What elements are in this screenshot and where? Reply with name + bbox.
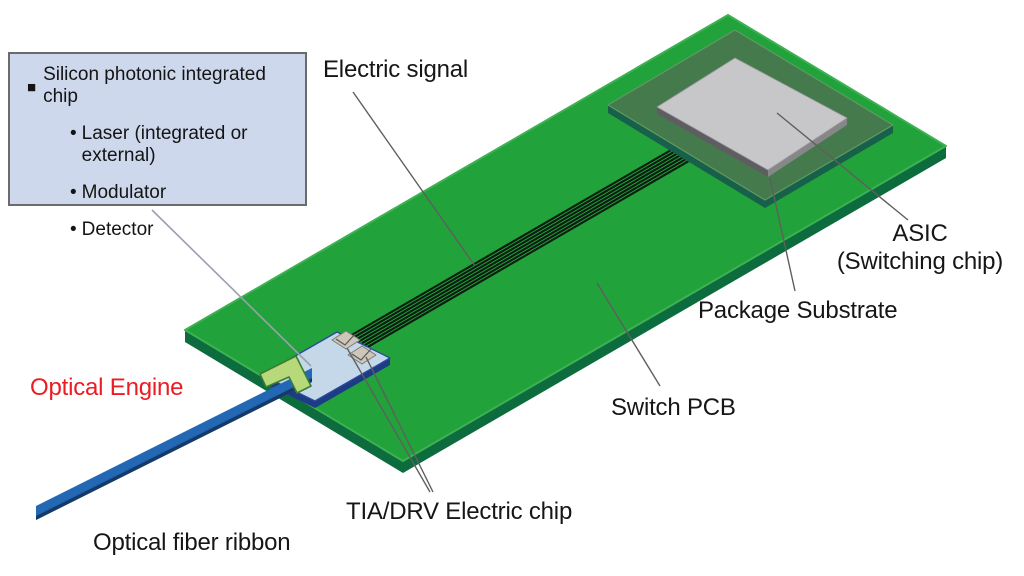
trace-line bbox=[358, 150, 688, 343]
label-electric-signal: Electric signal bbox=[323, 56, 469, 83]
label-optical-engine: Optical Engine bbox=[30, 374, 184, 401]
asic-chip bbox=[656, 57, 848, 177]
label-switch-pcb: Switch PCB bbox=[611, 394, 736, 421]
trace-line bbox=[367, 155, 697, 348]
asic-top-face bbox=[656, 57, 848, 171]
dot-bullet-icon: • bbox=[70, 219, 77, 240]
leader-line-electric-signal bbox=[352, 91, 476, 267]
legend-item-label: Laser (integrated or external) bbox=[81, 123, 248, 166]
leader-line-asic bbox=[776, 112, 909, 221]
substrate-side-right-face bbox=[765, 125, 893, 208]
leader-line-tia-1 bbox=[346, 347, 431, 493]
legend-title-row: ■ Silicon photonic integrated chip bbox=[27, 64, 299, 108]
legend-box: ■ Silicon photonic integrated chip • Las… bbox=[8, 52, 307, 240]
label-package-substrate: Package Substrate bbox=[698, 297, 898, 324]
legend-item-modulator: • Modulator bbox=[70, 182, 299, 204]
pcb-side-bottom-face bbox=[403, 146, 946, 473]
trace-line bbox=[364, 154, 694, 346]
dot-bullet-icon: • bbox=[70, 123, 77, 144]
ribbon-bottom-edge bbox=[36, 378, 312, 520]
optical-fiber-ribbon-shape bbox=[36, 368, 312, 520]
legend-item-detector: • Detector bbox=[70, 219, 299, 241]
trace-line bbox=[349, 145, 679, 337]
label-asic-subtitle: (Switching chip) bbox=[836, 247, 1004, 275]
leader-line-switch-pcb bbox=[596, 282, 661, 387]
asic-side-left-face bbox=[657, 107, 768, 177]
wire-mark bbox=[351, 348, 372, 361]
legend-item-label: Modulator bbox=[81, 182, 167, 203]
substrate-side-left-face bbox=[608, 105, 765, 208]
label-optical-fiber-ribbon: Optical fiber ribbon bbox=[93, 529, 291, 556]
fiber-connector bbox=[259, 355, 312, 394]
engine-side-right-face bbox=[315, 358, 390, 408]
leader-line-tia-2 bbox=[365, 356, 434, 493]
legend-item-label: Detector bbox=[81, 219, 154, 240]
tia-chip-wire-marks bbox=[335, 333, 372, 361]
label-tia-drv-chip: TIA/DRV Electric chip bbox=[346, 498, 573, 525]
label-asic-block: ASIC (Switching chip) bbox=[815, 220, 1024, 275]
legend-item-laser: • Laser (integrated or external) bbox=[70, 123, 299, 167]
asic-side-right-face bbox=[768, 118, 847, 177]
leader-lines bbox=[346, 91, 909, 493]
dot-bullet-icon: • bbox=[70, 182, 77, 203]
label-asic: ASIC bbox=[892, 220, 948, 247]
wire-mark bbox=[335, 333, 356, 346]
trace-line bbox=[355, 148, 685, 341]
legend-title: Silicon photonic integrated chip bbox=[43, 64, 266, 107]
trace-line bbox=[361, 152, 691, 345]
leader-line-package-substrate bbox=[769, 177, 796, 292]
leader-line-callout bbox=[151, 209, 312, 367]
signal-traces bbox=[349, 145, 697, 348]
pcb-side-left-face bbox=[185, 330, 403, 473]
trace-line bbox=[352, 146, 682, 339]
square-bullet-icon: ■ bbox=[27, 78, 37, 96]
